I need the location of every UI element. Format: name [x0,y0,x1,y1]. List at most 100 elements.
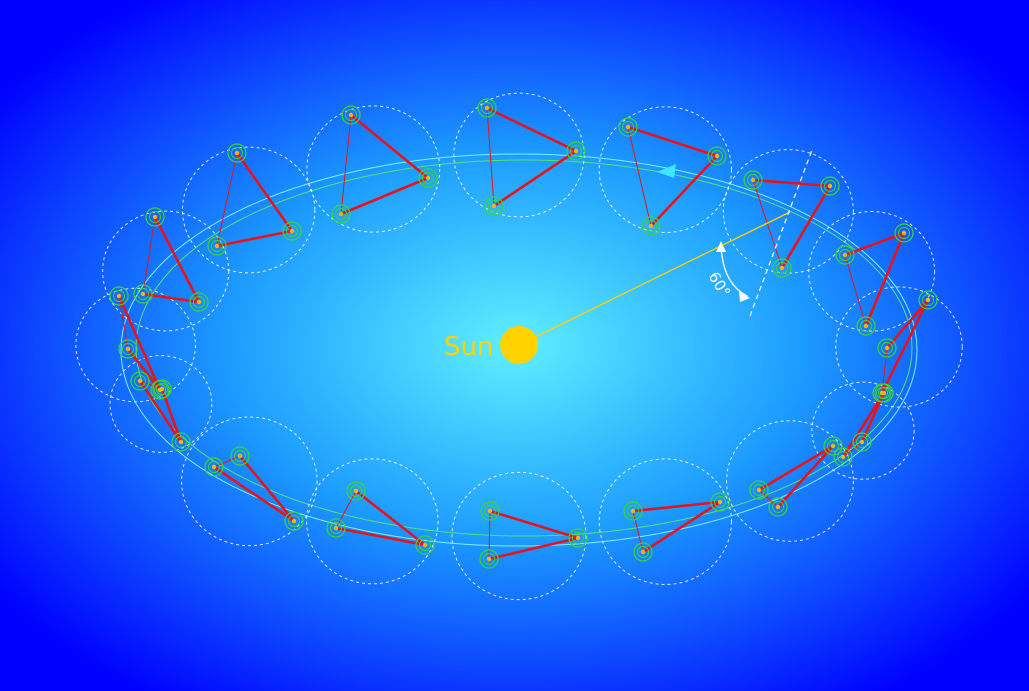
spacecraft-icon [894,223,914,243]
spacecraft-inner-ring [330,522,342,534]
triangle-arm [780,184,832,270]
sun-label: Sun [444,332,493,362]
spacecraft-inner-ring [231,147,243,159]
spacecraft-dot [640,549,646,555]
spacecraft-inner-ring [860,320,872,332]
triangle-arm [751,178,832,188]
spacecraft-dot [859,439,865,445]
spacecraft-inner-ring [881,342,893,354]
spacecraft-dot [291,518,297,524]
spacecraft-inner-ring [839,249,851,261]
spacecraft-dot [214,243,220,249]
triangle-arm [215,229,294,248]
spacecraft-icon [856,316,876,336]
orbit-ellipse-inner [135,159,913,537]
triangle-arm [117,294,162,392]
spacecraft-dot [830,443,836,449]
spacecraft-icon [418,168,438,188]
triangle-arm [212,465,296,523]
spacecraft-icon [480,501,500,521]
dashed-circle [808,211,936,332]
spacecraft-inner-ring [753,484,765,496]
spacecraft-inner-ring [714,496,726,508]
spacecraft-icon [484,196,504,216]
spacecraft-icon [204,457,224,477]
spacecraft-icon [133,284,153,304]
triangle-arm [631,500,722,513]
spacecraft-dot [863,323,869,329]
triangle-arm [885,298,930,350]
spacecraft-icon [145,207,165,227]
spacecraft-icon [230,446,250,466]
spacecraft-icon [707,146,727,166]
spacecraft-icon [820,176,840,196]
spacecraft-icon [710,492,730,512]
spacecraft-icon [189,292,209,312]
spacecraft-dot [491,203,497,209]
spacecraft-dot [348,112,354,118]
triangle-arm [841,391,886,459]
spacecraft-dot [630,508,636,514]
spacecraft-inner-ring [483,553,495,565]
triangle-arm [641,500,722,554]
spacecraft-dot [901,230,907,236]
spacecraft-icon [150,380,170,400]
spacecraft-icon [874,383,894,403]
spacecraft-inner-ring [345,109,357,121]
dashed-circle [835,286,963,408]
triangle-arm [627,126,652,227]
dashed-circle [75,287,196,403]
spacecraft-dot [289,228,295,234]
spacecraft-dot [125,346,131,352]
spacecraft-icon [171,432,191,452]
spacecraft-icon [109,286,129,306]
spacecraft-dot [573,148,579,154]
spacecraft-inner-ring [335,208,347,220]
spacecraft-dot [333,525,339,531]
spacecraft-inner-ring [234,450,246,462]
spacecraft-inner-ring [824,180,836,192]
spacecraft-inner-ring [878,387,890,399]
spacecraft-inner-ring [570,145,582,157]
triangle-arm [485,106,578,153]
spacecraft-icon [918,290,938,310]
angle-reference-line [749,149,813,317]
spacecraft-inner-ring [350,485,362,497]
spacecraft-dot [925,297,931,303]
spacecraft-icon [749,480,769,500]
spacecraft-dot [717,499,723,505]
triangle-arm [844,254,867,327]
dashed-circles-layer [75,92,963,601]
spacecraft-inner-ring [711,150,723,162]
spacecraft-inner-ring [422,172,434,184]
spacecraft-icon [568,528,588,548]
triangle-arm [142,216,156,295]
triangle-arm [488,509,580,540]
spacecraft-icon [877,338,897,358]
spacecraft-inner-ring [645,220,657,232]
spacecraft-inner-ring [776,262,788,274]
spacecraft-dot [234,150,240,156]
spacecraft-icon [346,481,366,501]
spacecraft-dot [756,487,762,493]
spacecraft-inner-ring [175,436,187,448]
triangle-arm [757,444,835,492]
spacecraft-inner-ring [837,451,849,463]
triangle-arm [752,179,783,269]
spacecraft-icon [835,245,855,265]
dashed-circle [451,471,587,601]
spacecraft-inner-ring [484,505,496,517]
spacecraft-inner-ring [747,174,759,186]
spacecraft-dot [157,387,163,393]
spacecraft-icon [823,436,843,456]
triangle-arm [632,510,644,553]
spacecraft-inner-ring [481,102,493,114]
spacecraft-icon [743,170,763,190]
spacecraft-dot [137,378,143,384]
triangle-arm [843,231,906,257]
spacecraft-inner-ring [208,461,220,473]
spacecraft-inner-ring [193,296,205,308]
spacecraft-inner-ring [149,211,161,223]
triangle-arm [340,114,352,215]
